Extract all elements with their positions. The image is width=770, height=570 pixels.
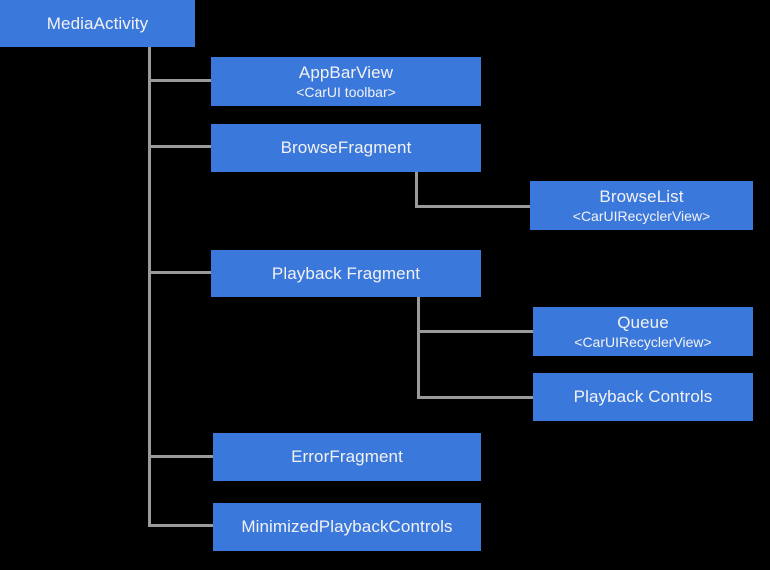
node-app-bar-view-subtitle: <CarUI toolbar> [296, 84, 396, 101]
node-browse-list-title: BrowseList [599, 186, 684, 206]
node-media-activity[interactable]: MediaActivity [0, 0, 195, 47]
connector-trunk-media-activity [148, 47, 151, 527]
node-error-fragment[interactable]: ErrorFragment [213, 433, 481, 481]
connector-playback-fragment-to-playback-controls [417, 396, 536, 399]
node-media-activity-title: MediaActivity [46, 13, 149, 33]
connector-browse-fragment-to-browse-list [415, 205, 533, 208]
node-playback-fragment[interactable]: Playback Fragment [211, 250, 481, 297]
node-queue-title: Queue [617, 312, 669, 332]
node-playback-controls[interactable]: Playback Controls [533, 373, 753, 421]
connector-media-activity-to-playback-fragment [148, 271, 214, 274]
connector-media-activity-to-minimized-playback-controls [148, 524, 216, 527]
node-browse-list-subtitle: <CarUIRecyclerView> [572, 208, 711, 225]
connector-media-activity-to-app-bar-view [148, 79, 214, 82]
node-error-fragment-title: ErrorFragment [291, 447, 403, 467]
connector-playback-fragment-to-queue [417, 330, 536, 333]
node-queue[interactable]: Queue <CarUIRecyclerView> [533, 307, 753, 356]
connector-browse-fragment-drop [415, 172, 418, 208]
node-minimized-playback-controls[interactable]: MinimizedPlaybackControls [213, 503, 481, 551]
node-playback-controls-title: Playback Controls [573, 387, 713, 407]
connector-media-activity-to-browse-fragment [148, 145, 214, 148]
node-browse-fragment[interactable]: BrowseFragment [211, 124, 481, 172]
node-app-bar-view[interactable]: AppBarView <CarUI toolbar> [211, 57, 481, 106]
node-minimized-playback-controls-title: MinimizedPlaybackControls [241, 517, 453, 537]
node-browse-fragment-title: BrowseFragment [280, 138, 412, 158]
connector-media-activity-to-error-fragment [148, 455, 216, 458]
node-playback-fragment-title: Playback Fragment [271, 263, 421, 283]
node-queue-subtitle: <CarUIRecyclerView> [574, 334, 712, 351]
node-browse-list[interactable]: BrowseList <CarUIRecyclerView> [530, 181, 753, 230]
node-app-bar-view-title: AppBarView [298, 62, 394, 82]
connector-playback-fragment-drop [417, 297, 420, 399]
